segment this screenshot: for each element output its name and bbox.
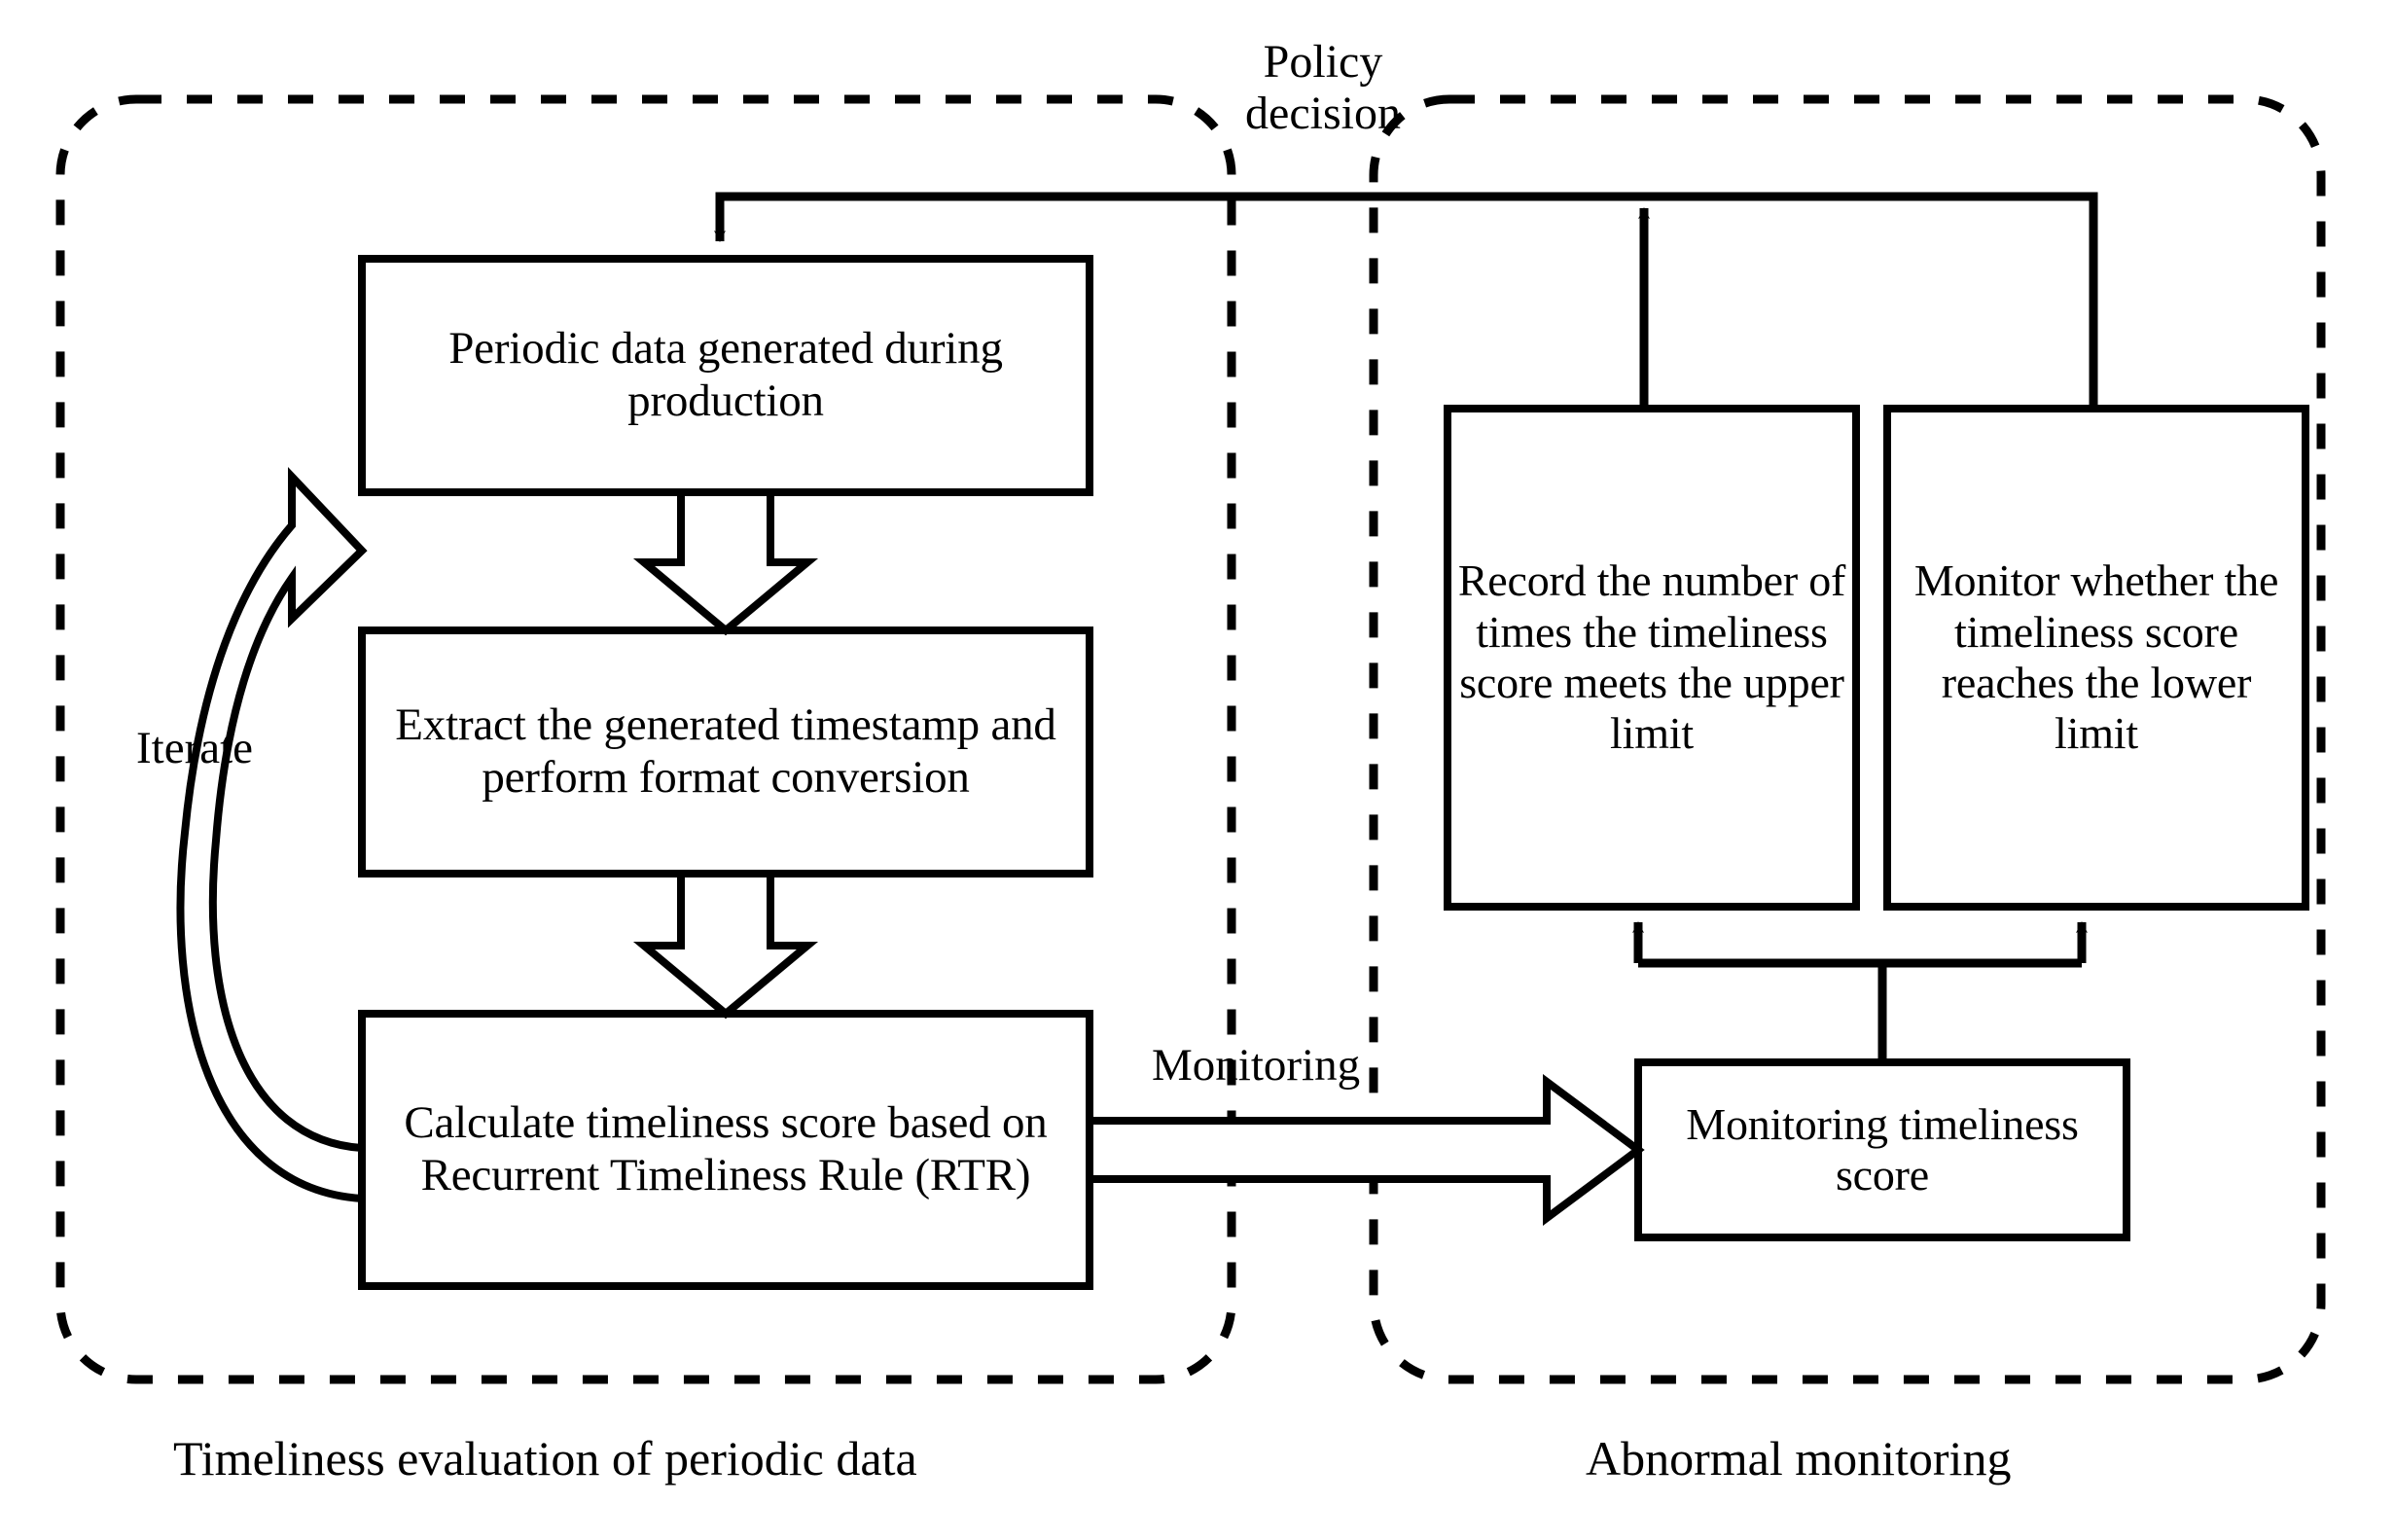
node-periodic-data-label: Periodic data generated during productio… [448,323,1003,426]
edge-label-monitoring: Monitoring [1152,1040,1361,1091]
edge-extract-to-calculate [632,870,819,1020]
edge-label-policy-decision: Policy decision [1245,36,1401,139]
node-monitoring-timeliness-score-label: Monitoring timeliness score [1686,1098,2079,1200]
node-record-upper-limit-box [1444,405,1860,911]
node-monitor-lower-limit-label: Monitor whether the timeliness score rea… [1913,555,2279,759]
edge-periodic-to-extract [632,488,819,636]
edge-label-iterate: Iterate [136,723,254,773]
edge-iterate-curved-arrow [176,466,368,1203]
node-calculate-score-label: Calculate timeliness score based on Recu… [404,1097,1048,1200]
node-extract-timestamp-box [358,627,1093,877]
edge-top-rail [714,192,2098,409]
node-record-upper-limit-label: Record the number of times the timelines… [1457,555,1846,759]
group-left-caption: Timeliness evaluation of periodic data [173,1431,917,1486]
node-monitor-lower-limit-box [1883,405,2309,911]
group-left-border [55,94,1236,1384]
node-extract-timestamp-label: Extract the generated timestamp and perf… [395,699,1056,803]
group-right-caption: Abnormal monitoring [1586,1431,2012,1486]
edge-monitoring-block-arrow [1086,1074,1645,1226]
group-right-border [1369,94,2326,1384]
node-monitoring-timeliness-score-box [1634,1058,2130,1241]
